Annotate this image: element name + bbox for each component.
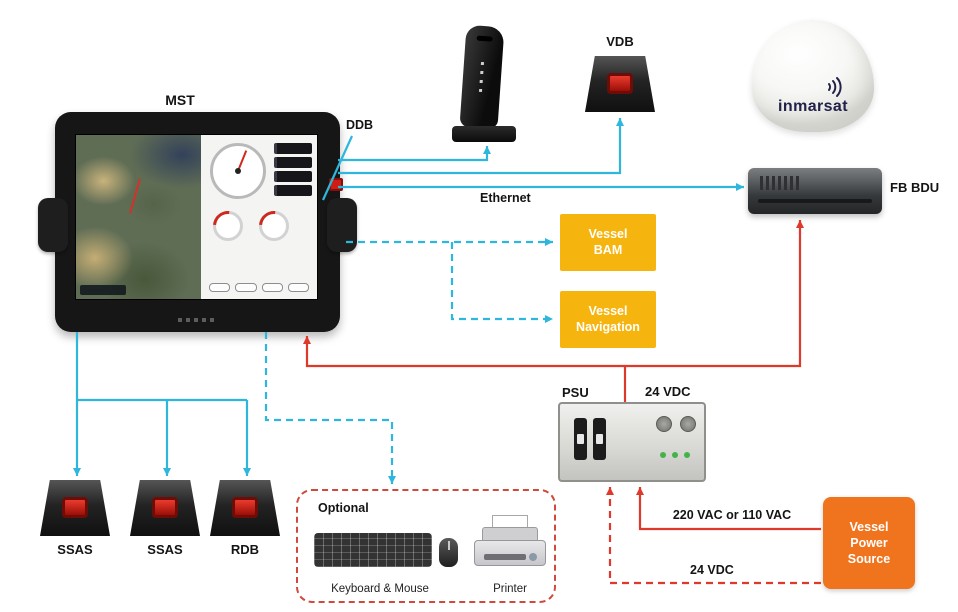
mst-display-unit: [38, 112, 357, 332]
optional-group-box: Optional Keyboard & Mouse Printer: [296, 489, 556, 603]
softkey-button: [209, 283, 231, 292]
printer-power-button: [529, 553, 537, 561]
inmarsat-antenna-dome: inmarsat: [752, 20, 874, 132]
mst-chart-map: [76, 135, 202, 299]
compass-gauge-icon: [210, 143, 267, 199]
optional-title: Optional: [318, 501, 369, 515]
backup-voltage-label: 24 VDC: [690, 563, 734, 577]
psu-output-label: 24 VDC: [645, 384, 691, 399]
mst-screen: [75, 134, 318, 300]
data-readout: [274, 171, 312, 182]
mst-mount-bracket-right: [327, 198, 357, 252]
psu-status-led: [672, 452, 678, 458]
mst-logo: [177, 318, 218, 322]
printer-label: Printer: [493, 583, 527, 595]
inmarsat-signal-icon: [826, 76, 846, 103]
bdu-front-slot: [758, 199, 872, 203]
mst-mount-bracket-left: [38, 198, 68, 252]
handset-body: [459, 24, 505, 130]
data-readout-group: [274, 143, 312, 196]
psu-connector-port: [680, 416, 696, 432]
printer-top: [482, 527, 538, 541]
psu-connector-port: [656, 416, 672, 432]
data-readout: [274, 143, 312, 154]
psu-switch-toggle: [596, 434, 603, 444]
softkey-row: [209, 283, 309, 292]
wire-mst-optional: [264, 332, 396, 484]
ssas-device-2: [130, 480, 200, 536]
fb-bdu-device: [748, 168, 882, 214]
ethernet-label: Ethernet: [480, 191, 531, 205]
inmarsat-logo-text: inmarsat: [778, 98, 848, 115]
softkey-button: [287, 283, 309, 292]
vessel-bam-box: Vessel BAM: [560, 214, 656, 271]
rdb-device: [210, 480, 280, 536]
psu-status-led: [660, 452, 666, 458]
handset-cradle: [452, 126, 516, 142]
vdb-label: VDB: [606, 34, 634, 49]
softkey-button: [261, 283, 283, 292]
dial-gauge-icon: [253, 204, 296, 248]
ssas-device-1: [40, 480, 110, 536]
handset-device: [452, 24, 516, 146]
data-readout: [274, 157, 312, 168]
gauge-red-arc: [207, 204, 250, 248]
gauge-hub: [235, 168, 242, 174]
mouse-icon: [439, 538, 458, 567]
mst-label: MST: [165, 92, 195, 108]
mouse-wheel-icon: [447, 541, 450, 550]
bdu-vent-icon: [760, 176, 802, 190]
psu-device: [558, 402, 706, 482]
fb-bdu-label: FB BDU: [890, 180, 940, 195]
chart-route-line: [128, 178, 141, 214]
mains-voltage-label: 220 VAC or 110 VAC: [672, 508, 792, 522]
softkey-button: [235, 283, 257, 292]
gauge-red-arc: [253, 204, 296, 248]
handset-keypad-icon: [478, 61, 485, 93]
ssas-label-1: SSAS: [57, 542, 93, 557]
red-alert-button-icon: [607, 72, 633, 94]
keyboard-icon: [314, 533, 432, 567]
rdb-label: RDB: [230, 542, 260, 557]
red-alert-button-icon: [152, 496, 178, 518]
data-readout: [274, 185, 312, 196]
psu-rocker-switch: [593, 418, 606, 460]
printer-icon: [474, 515, 546, 569]
red-alert-button-icon: [232, 496, 258, 518]
wire-mst-handset: [338, 146, 491, 162]
wire-mst-vessel-navigation: [450, 242, 553, 323]
mst-instrument-panel: [201, 135, 317, 299]
chart-hud-strip: [80, 285, 126, 295]
red-alert-button-icon: [62, 496, 88, 518]
vdb-device: [585, 56, 655, 112]
psu-label: PSU: [562, 385, 589, 400]
keyboard-mouse-label: Keyboard & Mouse: [331, 583, 429, 595]
ddb-label: DDB: [346, 118, 374, 132]
psu-switch-toggle: [577, 434, 584, 444]
psu-status-led: [684, 452, 690, 458]
ssas-label-2: SSAS: [147, 542, 183, 557]
psu-rocker-switch: [574, 418, 587, 460]
vessel-power-source-box: Vessel Power Source: [823, 497, 915, 589]
handset-speaker-icon: [476, 35, 493, 42]
dial-gauge-icon: [207, 204, 250, 248]
vessel-navigation-box: Vessel Navigation: [560, 291, 656, 348]
ddb-button: [329, 178, 343, 191]
printer-output-slot: [484, 554, 526, 560]
